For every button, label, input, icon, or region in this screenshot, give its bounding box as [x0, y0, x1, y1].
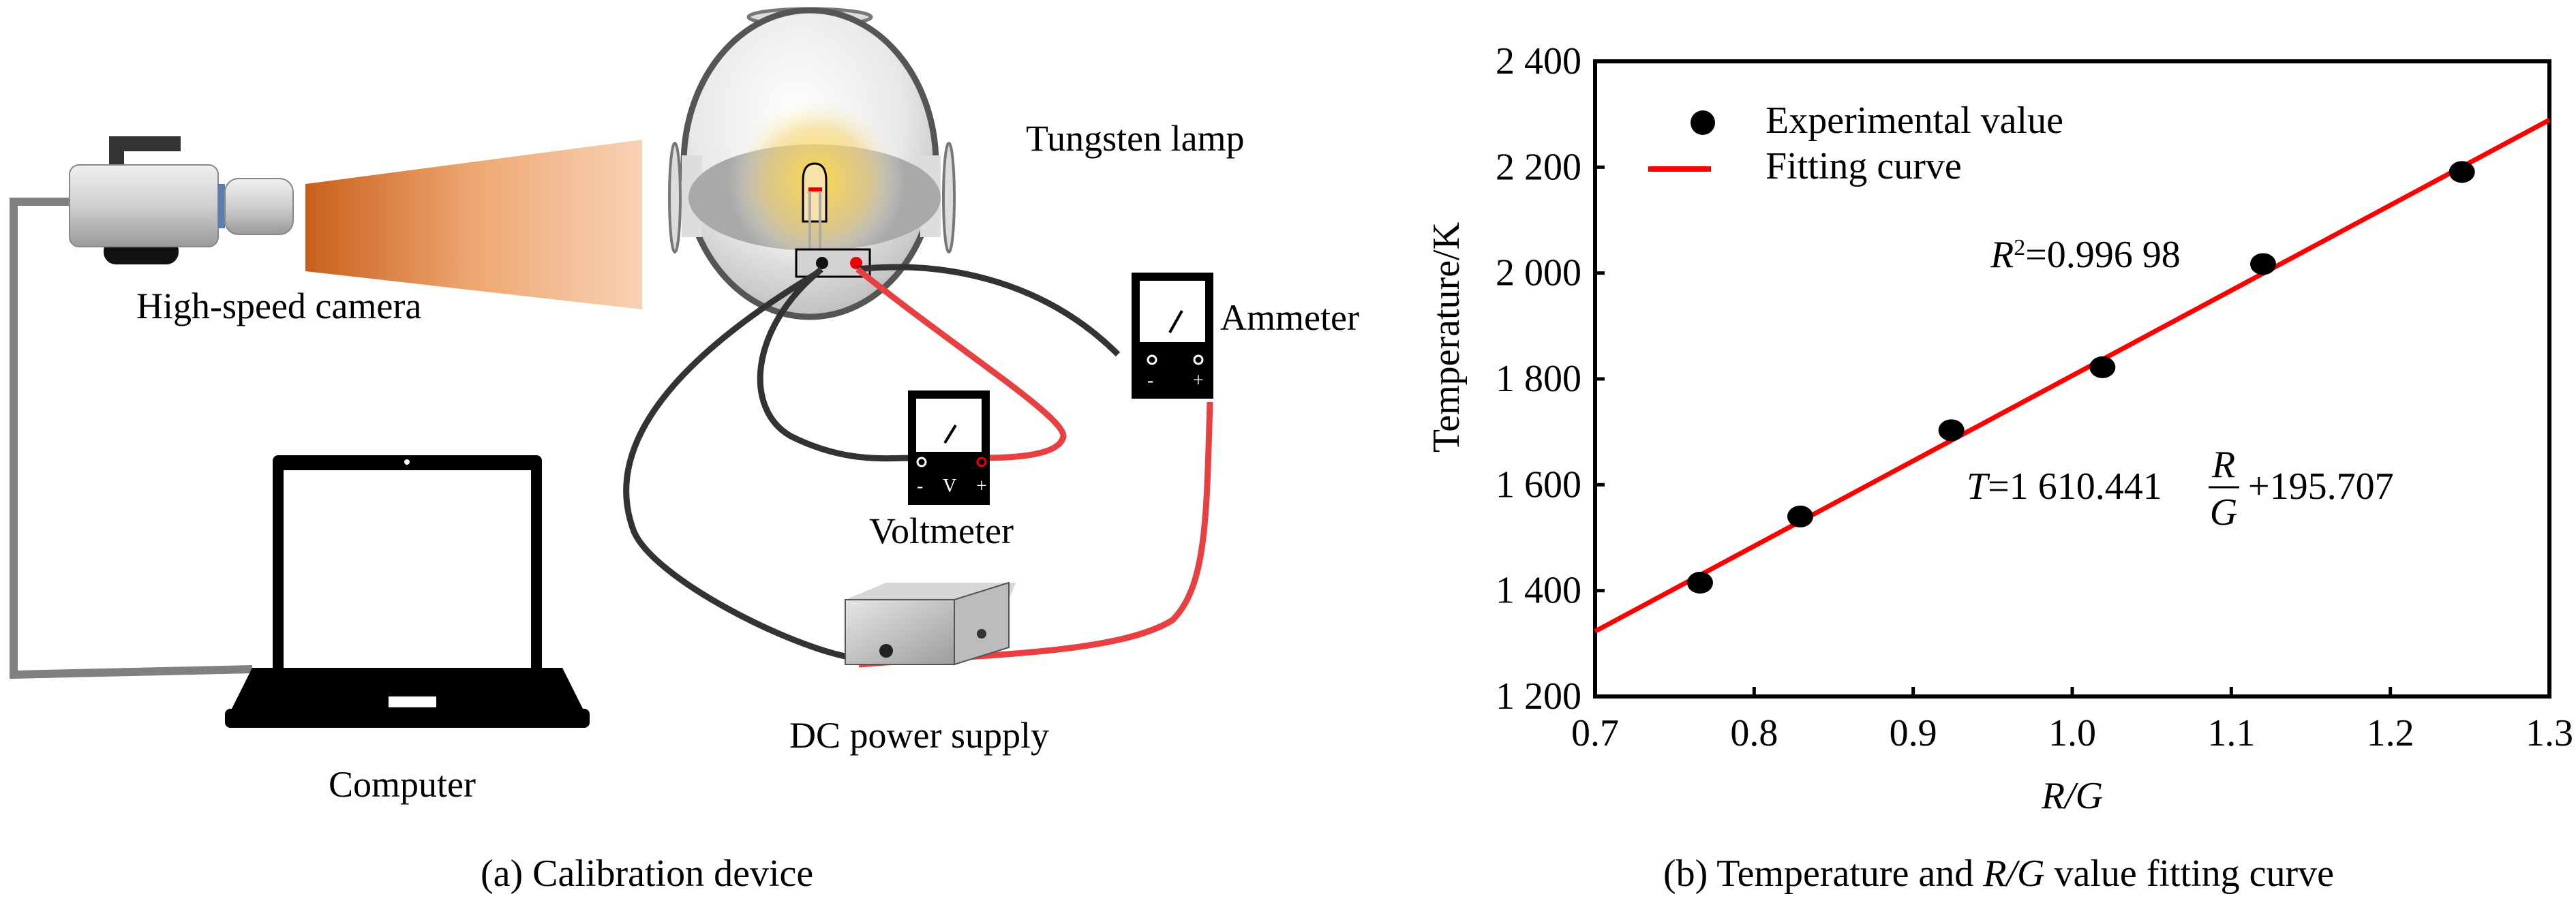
svg-text:T=1 610.441: T=1 610.441 [1967, 465, 2162, 508]
data-point [2449, 161, 2475, 183]
x-tick-label: 1.1 [2207, 712, 2255, 754]
ammeter-icon: - + [1132, 273, 1213, 399]
data-point [1938, 419, 1965, 442]
voltmeter-v: V [943, 476, 956, 497]
y-tick-label: 1 600 [1496, 463, 1581, 506]
r2-annotation: R2=0.996 98 [1990, 234, 2181, 276]
tungsten-lamp-icon [668, 7, 956, 320]
camera-label: High-speed camera [136, 286, 422, 326]
power-supply-label: DC power supply [789, 715, 1049, 756]
data-point [1787, 505, 1813, 527]
ammeter-plus: + [1193, 370, 1204, 391]
x-axis-title: R/G [2041, 775, 2103, 817]
voltmeter-plus: + [976, 476, 987, 497]
fitting-curve-line [1594, 117, 2551, 634]
equation-annotation: T=1 610.441 R G +195.707 [1967, 444, 2394, 534]
wire-lamp-psu [623, 270, 853, 661]
panel-a-caption: (a) Calibration device [481, 853, 814, 895]
wire-lamp-voltmeter-neg [757, 266, 914, 462]
svg-text:+195.707: +195.707 [2248, 465, 2394, 508]
legend-label-fitting: Fitting curve [1766, 145, 1962, 187]
voltmeter-icon: - V + [908, 390, 990, 505]
x-tick-label: 1.3 [2526, 712, 2573, 754]
x-tick-label: 0.8 [1730, 712, 1778, 754]
y-tick-label: 2 400 [1496, 40, 1581, 82]
legend-label-experimental: Experimental value [1766, 99, 2063, 142]
ammeter-minus: - [1147, 370, 1153, 391]
x-tick-label: 1.2 [2367, 712, 2414, 754]
voltmeter-label: Voltmeter [869, 510, 1014, 551]
data-point [1687, 572, 1713, 594]
data-point [2250, 253, 2276, 275]
calibration-diagram: - + - V + [10, 7, 1213, 728]
plot-frame [1593, 59, 2551, 699]
legend-marker-experimental [1691, 110, 1715, 135]
y-tick-label: 1 800 [1496, 358, 1581, 400]
camera-cable [10, 198, 253, 679]
svg-text:R: R [2211, 444, 2235, 486]
data-point [2089, 356, 2116, 378]
lamp-label: Tungsten lamp [1026, 118, 1245, 159]
ammeter-label: Ammeter [1220, 297, 1359, 338]
computer-label: Computer [329, 764, 476, 805]
y-tick-label: 1 400 [1496, 570, 1581, 612]
x-tick-label: 0.7 [1571, 712, 1619, 754]
y-tick-label: 2 000 [1496, 252, 1581, 294]
wire-lamp-ammeter [857, 264, 1121, 357]
computer-icon [225, 455, 590, 728]
wire-lamp-voltmeter-pos [855, 266, 1067, 461]
panel-b-caption: (b) Temperature and R/G value fitting cu… [1663, 853, 2335, 895]
y-tick-label: 2 200 [1496, 146, 1581, 188]
svg-text:G: G [2210, 491, 2237, 534]
x-tick-label: 1.0 [2048, 712, 2096, 754]
y-axis-title: Temperature/K [1425, 222, 1468, 452]
x-tick-label: 0.9 [1890, 712, 1937, 754]
high-speed-camera-icon [69, 136, 294, 264]
y-tick-label: 1 200 [1496, 675, 1581, 718]
camera-beam [305, 140, 642, 309]
dc-power-supply-icon [845, 581, 1016, 666]
voltmeter-minus: - [917, 476, 923, 497]
